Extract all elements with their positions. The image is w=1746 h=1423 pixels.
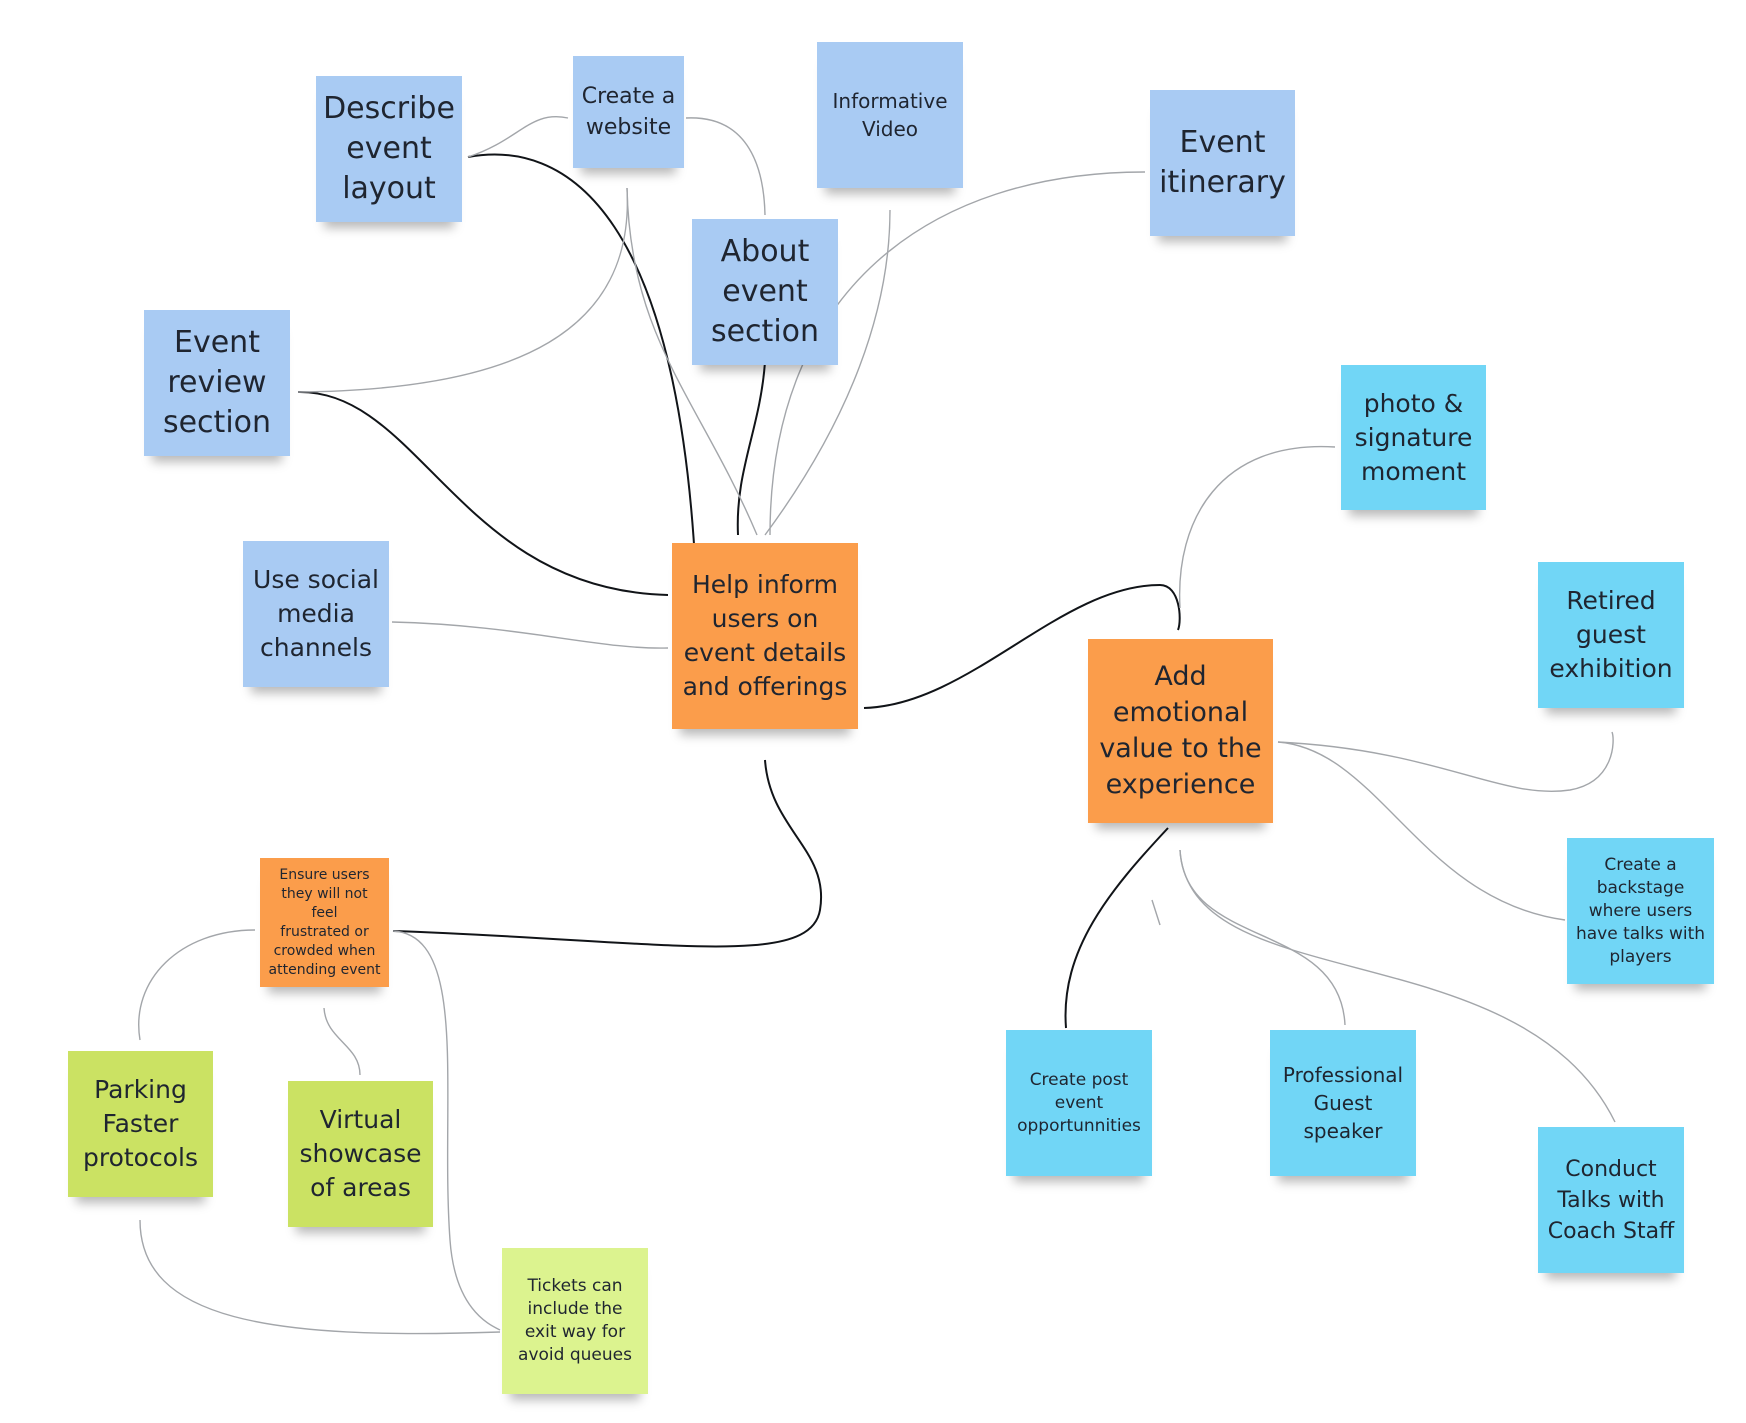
note-text: About event section	[710, 234, 820, 349]
connector-help-inform-to-add-emotional	[863, 583, 1181, 709]
note-text: Create a website	[581, 84, 676, 140]
note-text: Professional Guest speaker	[1282, 1063, 1404, 1143]
connector-create-website-to-help-inform	[626, 187, 758, 536]
note-virtual-showcase-of-areas[interactable]: Virtual showcase of areas	[288, 1081, 433, 1227]
note-event-itinerary[interactable]: Event itinerary	[1150, 90, 1295, 236]
note-parking-faster-protocols[interactable]: Parking Faster protocols	[68, 1051, 213, 1197]
note-help-inform-users[interactable]: Help inform users on event details and o…	[672, 543, 858, 729]
note-text: Parking Faster protocols	[82, 1075, 198, 1172]
connector-add-emotional-to-post-event	[1064, 827, 1169, 1029]
connector-create-website-to-about-event	[685, 117, 766, 216]
connector-parking-to-tickets	[139, 1219, 501, 1335]
connector-create-website-to-event-review	[297, 187, 629, 393]
note-create-post-event-opportunities[interactable]: Create post event opportunnities	[1006, 1030, 1152, 1176]
note-text: Event review section	[162, 325, 272, 440]
connector-social-media-to-help-inform	[391, 621, 669, 649]
note-create-a-website[interactable]: Create a website	[573, 56, 684, 168]
note-text: Create a backstage where users have talk…	[1575, 854, 1706, 967]
connector-add-emotional-to-coach-talks	[1179, 849, 1616, 1123]
note-ensure-users-not-frustrated[interactable]: Ensure users they will not feel frustrat…	[260, 858, 389, 987]
note-text: Informative Video	[832, 89, 948, 141]
connector-event-review-to-help-inform	[297, 390, 669, 596]
note-describe-event-layout[interactable]: Describe event layout	[316, 76, 462, 222]
connector-ensure-users-to-tickets	[392, 930, 501, 1331]
note-conduct-talks-coach-staff[interactable]: Conduct Talks with Coach Staff	[1538, 1127, 1684, 1273]
note-use-social-media-channels[interactable]: Use social media channels	[243, 541, 389, 687]
note-photo-signature-moment[interactable]: photo & signature moment	[1341, 365, 1486, 510]
note-text: photo & signature moment	[1354, 388, 1473, 486]
connector-ensure-users-to-parking	[138, 929, 256, 1041]
connector-add-emotional-to-professional-guest	[1179, 849, 1346, 1026]
note-event-review-section[interactable]: Event review section	[144, 310, 290, 456]
note-tickets-exit-way[interactable]: Tickets can include the exit way for avo…	[502, 1248, 648, 1394]
note-create-backstage[interactable]: Create a backstage where users have talk…	[1567, 838, 1714, 984]
note-retired-guest-exhibition[interactable]: Retired guest exhibition	[1538, 562, 1684, 708]
note-text: Ensure users they will not feel frustrat…	[268, 866, 381, 978]
connector-describe-layout-to-create-website	[467, 116, 569, 158]
note-text: Tickets can include the exit way for avo…	[518, 1276, 632, 1365]
note-text: Retired guest exhibition	[1549, 586, 1673, 683]
connector-ensure-users-to-virtual-showcase	[323, 1007, 361, 1076]
note-professional-guest-speaker[interactable]: Professional Guest speaker	[1270, 1030, 1416, 1176]
note-text: Event itinerary	[1159, 125, 1286, 200]
connector-photo-to-add-emotional	[1178, 445, 1336, 609]
note-about-event-section[interactable]: About event section	[692, 219, 838, 365]
connector-stray-mark	[1151, 899, 1161, 926]
note-text: Virtual showcase of areas	[299, 1105, 422, 1202]
note-text: Conduct Talks with Coach Staff	[1547, 1156, 1675, 1244]
connector-add-emotional-to-backstage	[1277, 741, 1566, 921]
connector-describe-layout-to-help-inform	[467, 153, 699, 641]
note-text: Help inform users on event details and o…	[682, 570, 848, 701]
connector-informative-video-to-help-inform	[764, 209, 891, 536]
note-add-emotional-value[interactable]: Add emotional value to the experience	[1088, 639, 1273, 823]
connector-add-emotional-to-retired-guest	[1277, 731, 1614, 792]
note-text: Describe event layout	[323, 91, 455, 206]
connector-help-inform-to-ensure-users	[392, 759, 823, 948]
note-text: Use social media channels	[253, 565, 379, 662]
note-informative-video[interactable]: Informative Video	[817, 42, 963, 188]
connector-about-event-to-help-inform	[736, 361, 766, 536]
connector-event-itinerary-to-help-inform	[769, 171, 1146, 536]
note-text: Create post event opportunnities	[1017, 1069, 1141, 1136]
note-text: Add emotional value to the experience	[1099, 661, 1262, 800]
